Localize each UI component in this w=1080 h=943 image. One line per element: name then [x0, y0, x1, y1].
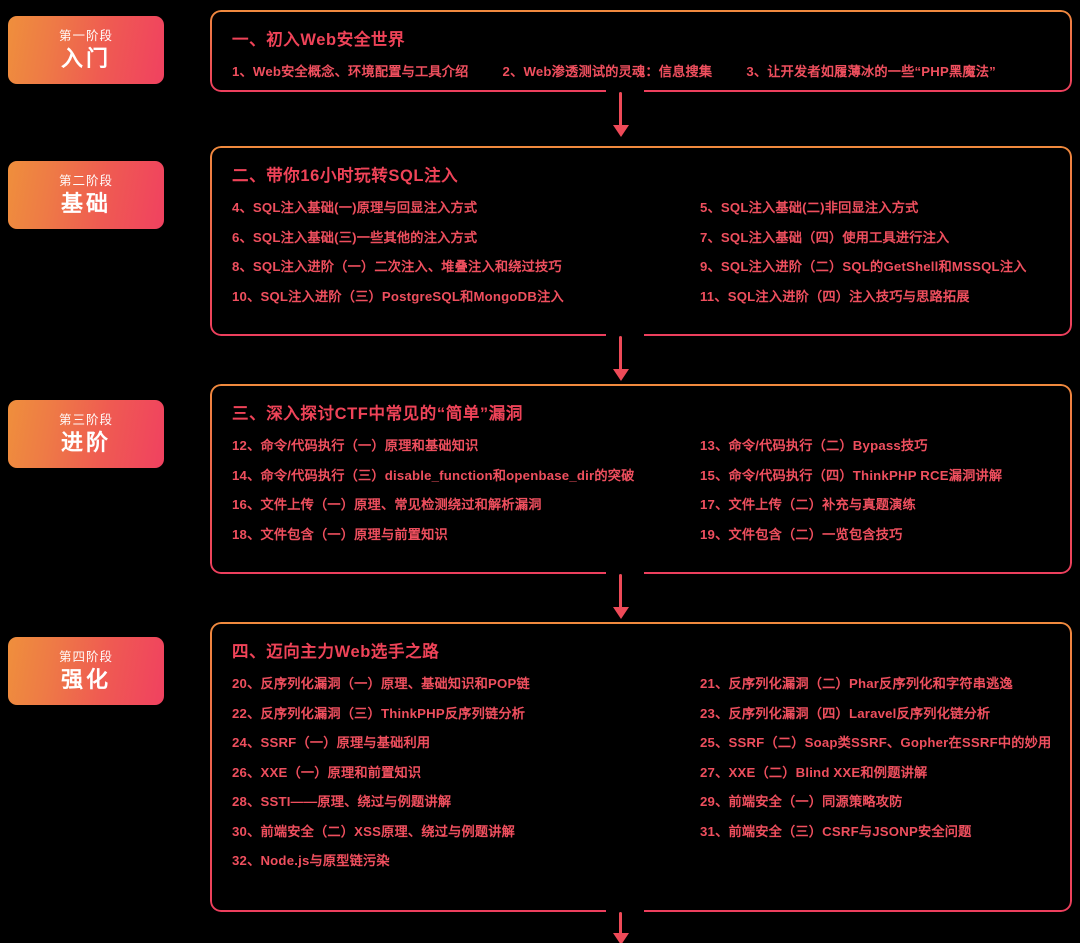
list-item[interactable]: 13、命令/代码执行（二）Bypass技巧 [700, 438, 928, 453]
list-item[interactable]: 17、文件上传（二）补充与真题演练 [700, 497, 916, 512]
stage-badge-3[interactable]: 第三阶段 进阶 [8, 400, 164, 468]
list-item[interactable]: 12、命令/代码执行（一）原理和基础知识 [232, 438, 479, 453]
stage-badge-1-main: 入门 [60, 46, 111, 72]
stage-card-1-items: 1、Web安全概念、环境配置与工具介绍 2、Web渗透测试的灵魂：信息搜集 3、… [232, 64, 1054, 81]
list-item[interactable]: 22、反序列化漏洞（三）ThinkPHP反序列链分析 [232, 705, 526, 721]
stage-badge-1-sub: 第一阶段 [58, 28, 113, 43]
list-item[interactable]: 2、Web渗透测试的灵魂：信息搜集 [502, 64, 713, 79]
list-item[interactable]: 15、命令/代码执行（四）ThinkPHP RCE漏洞讲解 [700, 467, 1003, 483]
stage-card-2-title: 二、带你16小时玩转SQL注入 [232, 167, 459, 185]
stage-card-3[interactable]: 三、深入探讨CTF中常见的“简单”漏洞 12、命令/代码执行（一）原理和基础知识… [210, 384, 1072, 578]
list-item[interactable]: 23、反序列化漏洞（四）Laravel反序列化链分析 [700, 705, 991, 721]
list-item[interactable]: 6、SQL注入基础(三)一些其他的注入方式 [232, 229, 478, 245]
stage-card-2-items: 4、SQL注入基础(一)原理与回显注入方式 5、SQL注入基础(二)非回显注入方… [232, 200, 1054, 305]
list-item[interactable]: 27、XXE（二）Blind XXE和例题讲解 [700, 764, 928, 780]
stage-badge-4[interactable]: 第四阶段 强化 [8, 637, 164, 705]
card-border-gap-3 [606, 569, 644, 578]
list-item[interactable]: 30、前端安全（二）XSS原理、绕过与例题讲解 [232, 823, 516, 839]
list-item[interactable]: 7、SQL注入基础（四）使用工具进行注入 [700, 229, 950, 245]
stage-card-4-title: 四、迈向主力Web选手之路 [232, 643, 440, 661]
stage-card-3-items: 12、命令/代码执行（一）原理和基础知识 13、命令/代码执行（二）Bypass… [232, 438, 1054, 543]
stage-badge-3-sub: 第三阶段 [58, 412, 113, 427]
card-border-gap-1 [606, 87, 644, 96]
list-item[interactable]: 19、文件包含（二）一览包含技巧 [700, 526, 903, 542]
list-item[interactable]: 18、文件包含（一）原理与前置知识 [232, 526, 448, 542]
stage-card-1-title: 一、初入Web安全世界 [232, 31, 406, 49]
list-item[interactable]: 29、前端安全（一）同源策略攻防 [700, 794, 903, 809]
stage-card-3-title: 三、深入探讨CTF中常见的“简单”漏洞 [232, 405, 523, 423]
stage-card-2[interactable]: 二、带你16小时玩转SQL注入 4、SQL注入基础(一)原理与回显注入方式 5、… [210, 146, 1072, 340]
list-item[interactable]: 10、SQL注入进阶（三）PostgreSQL和MongoDB注入 [232, 288, 564, 304]
card-border-gap-4 [606, 907, 644, 916]
list-item[interactable]: 16、文件上传（一）原理、常见检测绕过和解析漏洞 [232, 497, 542, 512]
list-item[interactable]: 26、XXE（一）原理和前置知识 [232, 764, 422, 780]
list-item[interactable]: 8、SQL注入进阶（一）二次注入、堆叠注入和绕过技巧 [232, 259, 562, 274]
arrow-stage1-to-stage2 [613, 92, 629, 140]
list-item[interactable]: 14、命令/代码执行（三）disable_function和openbase_d… [232, 467, 635, 483]
list-item[interactable]: 9、SQL注入进阶（二）SQL的GetShell和MSSQL注入 [700, 259, 1027, 274]
list-item[interactable]: 4、SQL注入基础(一)原理与回显注入方式 [232, 200, 478, 215]
list-item[interactable]: 3、让开发者如履薄冰的一些“PHP黑魔法” [746, 64, 996, 79]
list-item[interactable]: 1、Web安全概念、环境配置与工具介绍 [232, 64, 469, 79]
stage-badge-2-sub: 第二阶段 [58, 173, 113, 188]
stage-badge-2-main: 基础 [60, 191, 111, 217]
stage-card-1[interactable]: 一、初入Web安全世界 1、Web安全概念、环境配置与工具介绍 2、Web渗透测… [210, 10, 1072, 96]
arrow-stage2-to-stage3 [613, 336, 629, 384]
stage-badge-4-sub: 第四阶段 [58, 649, 113, 664]
stage-badge-4-main: 强化 [60, 667, 111, 693]
list-item[interactable]: 32、Node.js与原型链污染 [232, 853, 390, 868]
list-item[interactable]: 25、SSRF（二）Soap类SSRF、Gopher在SSRF中的妙用 [700, 735, 1052, 750]
list-item[interactable]: 5、SQL注入基础(二)非回显注入方式 [700, 200, 919, 215]
stage-card-4-items: 20、反序列化漏洞（一）原理、基础知识和POP链 21、反序列化漏洞（二）Pha… [232, 676, 1054, 870]
stage-badge-1[interactable]: 第一阶段 入门 [8, 16, 164, 84]
list-item[interactable]: 21、反序列化漏洞（二）Phar反序列化和字符串逃逸 [700, 676, 1013, 691]
list-item[interactable]: 24、SSRF（一）原理与基础利用 [232, 735, 431, 750]
arrow-stage3-to-stage4 [613, 574, 629, 622]
list-item[interactable]: 28、SSTI——原理、绕过与例题讲解 [232, 794, 452, 809]
list-item[interactable]: 20、反序列化漏洞（一）原理、基础知识和POP链 [232, 676, 530, 691]
card-border-gap-2 [606, 331, 644, 340]
stage-card-4[interactable]: 四、迈向主力Web选手之路 20、反序列化漏洞（一）原理、基础知识和POP链 2… [210, 622, 1072, 916]
list-item[interactable]: 11、SQL注入进阶（四）注入技巧与思路拓展 [700, 288, 970, 304]
list-item[interactable]: 31、前端安全（三）CSRF与JSONP安全问题 [700, 823, 972, 839]
arrow-stage4-to-next [613, 912, 629, 943]
stage-badge-3-main: 进阶 [60, 430, 111, 456]
stage-badge-2[interactable]: 第二阶段 基础 [8, 161, 164, 229]
